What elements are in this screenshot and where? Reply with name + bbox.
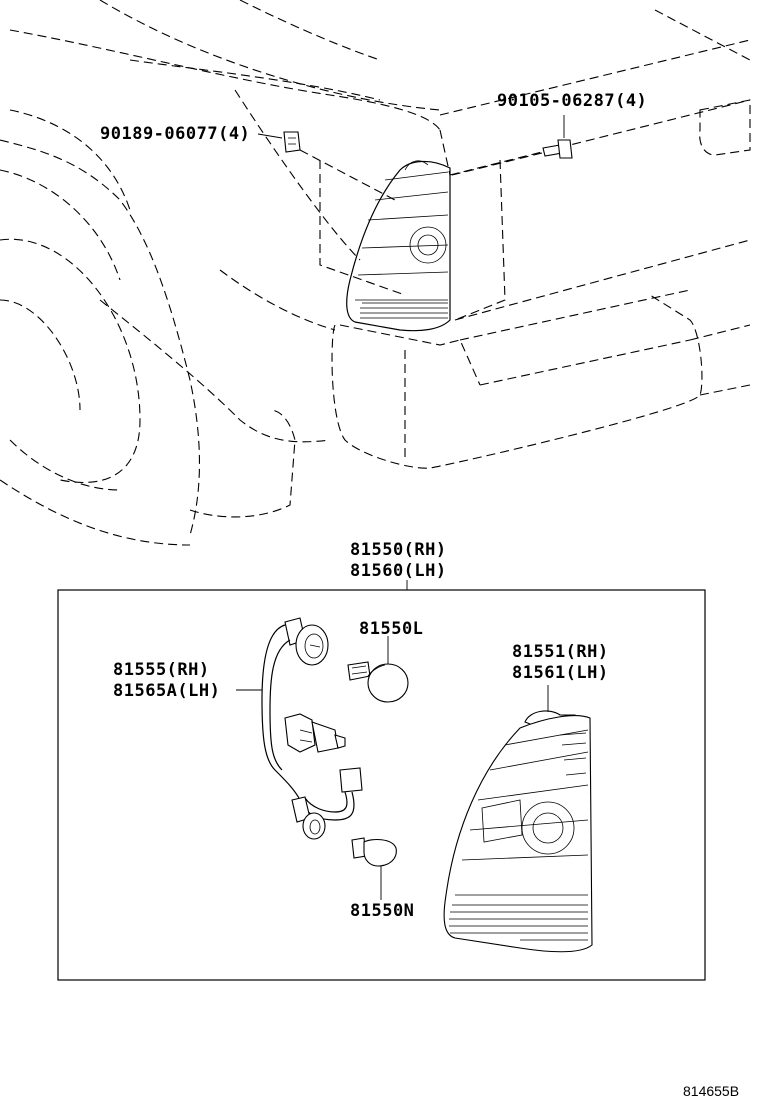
installed-tail-lamp [346,160,451,332]
bulb-81550l [347,636,409,703]
bulb-n-label: 81550N [350,901,414,921]
assembly-rh-label: 81550(RH) [350,540,447,560]
socket-rh-label: 81555(RH) [113,660,210,680]
parts-box [57,589,706,981]
lens-rh-label: 81551(RH) [512,642,609,662]
lamp-lens [443,685,593,953]
screw-part-label: 90105-06287(4) [497,91,647,111]
assembly-lh-label: 81560(LH) [350,561,447,581]
socket-wire-harness [261,617,363,840]
bulb-l-label: 81550L [359,619,423,639]
socket-lh-label: 81565A(LH) [113,681,220,701]
reference-code: 814655B [683,1083,739,1099]
clip-part-label: 90189-06077(4) [100,124,250,144]
lens-lh-label: 81561(LH) [512,663,609,683]
bulb-81550n [351,837,397,900]
vehicle-body-outline [0,0,751,546]
screw-part [451,115,573,176]
clip-part [257,131,396,201]
